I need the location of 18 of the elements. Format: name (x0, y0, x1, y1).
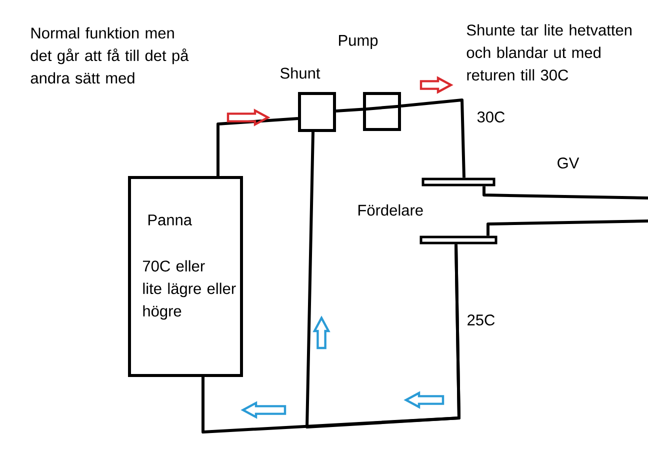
box-heading: Panna (148, 214, 192, 226)
pipe-line (486, 220, 648, 236)
manifold-bar (420, 236, 498, 244)
pipe-line (336, 108, 364, 112)
text-label: Fördelare (358, 204, 423, 216)
edge-label: 30C (475, 110, 507, 124)
box-text: 70C eller lite lägre eller högre (143, 260, 236, 320)
note-text: Normal funktion men det går att få till det på andra sätt med (30, 27, 189, 84)
edge-label: 25C (465, 313, 497, 327)
pipe-line (400, 98, 466, 178)
pipe-line (306, 132, 460, 428)
pipe-line (482, 186, 648, 200)
box-heading: Pump (339, 35, 378, 49)
manifold-bar (422, 178, 496, 186)
pipe-line (216, 117, 298, 176)
box-heading: Shunt (280, 67, 320, 79)
text-label: GV (558, 158, 580, 168)
note-text: Shunte tar lite hetvatten och blandar ut med returen till 30C (466, 24, 632, 81)
